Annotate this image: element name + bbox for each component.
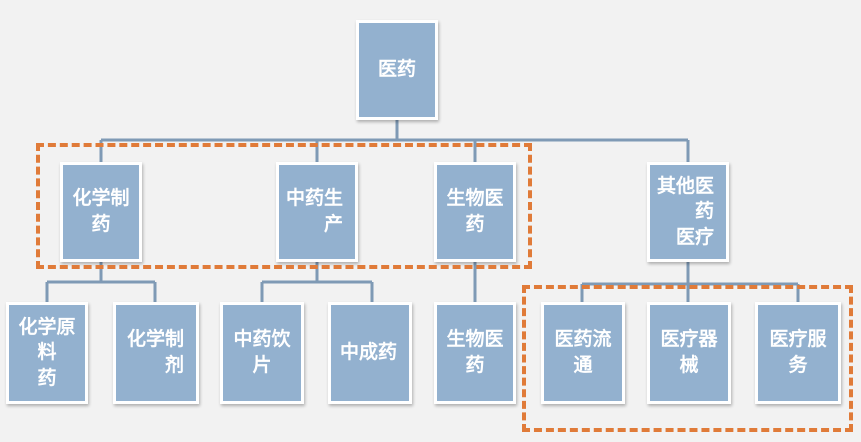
node-label: 医疗服务 [769,328,827,376]
node-label: 化学制药 [72,187,130,235]
highlight-box-manufacturing [36,143,532,269]
node-label: 中成药 [339,341,397,364]
node-root: 医药 [356,20,438,120]
node-label: 化学原料 药 [18,315,76,389]
node-level2: 医疗器械 [647,302,731,404]
node-label: 中药生产 [285,187,343,235]
node-level2: 生物医药 [434,302,516,404]
node-level1: 化学制药 [60,162,142,262]
node-label: 其他医药 医疗 [656,174,714,248]
node-level2: 化学原料 药 [6,302,88,404]
node-label: 医疗器械 [660,328,718,376]
node-label: 化学制剂 [126,328,184,376]
node-level2: 化学制剂 [113,302,199,404]
node-label: 中药饮片 [233,328,291,376]
node-label: 医药流通 [554,328,612,376]
node-level2: 中成药 [328,302,412,404]
node-level2: 中药饮片 [220,302,304,404]
node-label: 生物医药 [446,187,504,235]
node-level1: 中药生产 [276,162,358,262]
node-level2: 医药流通 [541,302,625,404]
node-level1: 其他医药 医疗 [647,162,729,262]
node-label: 医药 [377,58,416,81]
highlight-box-services [522,285,853,432]
node-level1: 生物医药 [434,162,516,262]
node-label: 生物医药 [446,328,504,376]
node-level2: 医疗服务 [755,302,841,404]
